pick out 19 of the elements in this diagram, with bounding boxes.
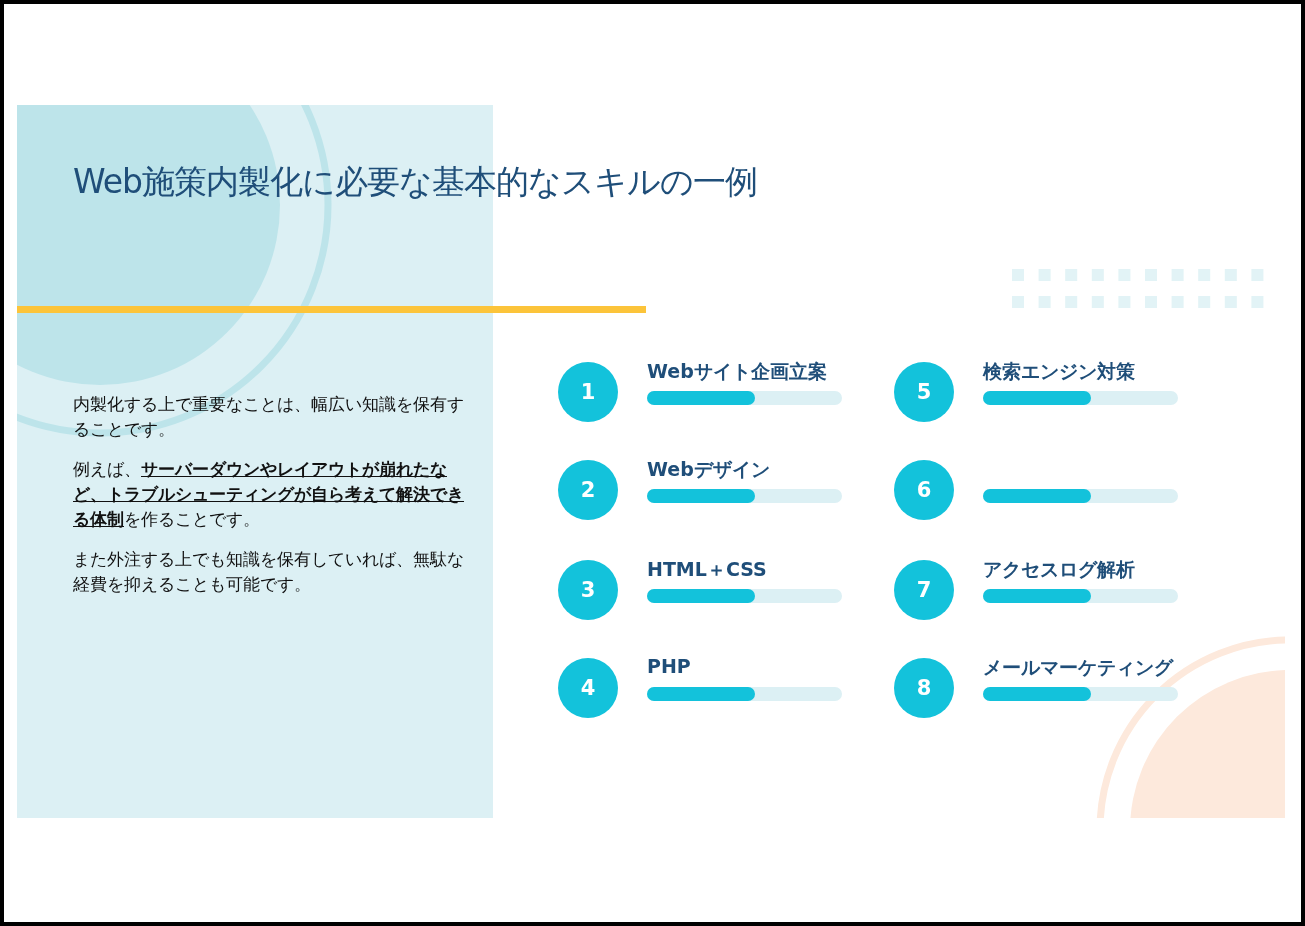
number-circle: 8 bbox=[894, 658, 954, 718]
number-circle: 1 bbox=[558, 362, 618, 422]
slide-title: Web施策内製化に必要な基本的なスキルの一例 bbox=[73, 161, 757, 203]
number-circle: 6 bbox=[894, 460, 954, 520]
number-circle: 3 bbox=[558, 560, 618, 620]
number-circle: 5 bbox=[894, 362, 954, 422]
skill-label: メールマーケティング bbox=[983, 655, 1173, 680]
skill-label: Webデザイン bbox=[647, 457, 770, 482]
skill-label: PHP bbox=[647, 655, 691, 677]
number-circle: 2 bbox=[558, 460, 618, 520]
skill-label: 検索エンジン対策 bbox=[983, 359, 1135, 384]
skill-label: HTML＋CSS bbox=[647, 557, 767, 582]
body-paragraph: 内製化する上で重要なことは、幅広い知識を保有することです。 bbox=[73, 393, 465, 441]
number-circle: 4 bbox=[558, 658, 618, 718]
number-circle: 7 bbox=[894, 560, 954, 620]
body-paragraph: 例えば、サーバーダウンやレイアウトが崩れたなど、トラブルシューティングが自ら考えて解決できる体制を作ることです。 bbox=[73, 458, 465, 531]
skill-label: アクセスログ解析 bbox=[983, 557, 1135, 582]
skill-label: Webサイト企画立案 bbox=[647, 359, 827, 384]
body-paragraph: また外注する上でも知識を保有していれば、無駄な経費を抑えることも可能です。 bbox=[73, 548, 465, 596]
